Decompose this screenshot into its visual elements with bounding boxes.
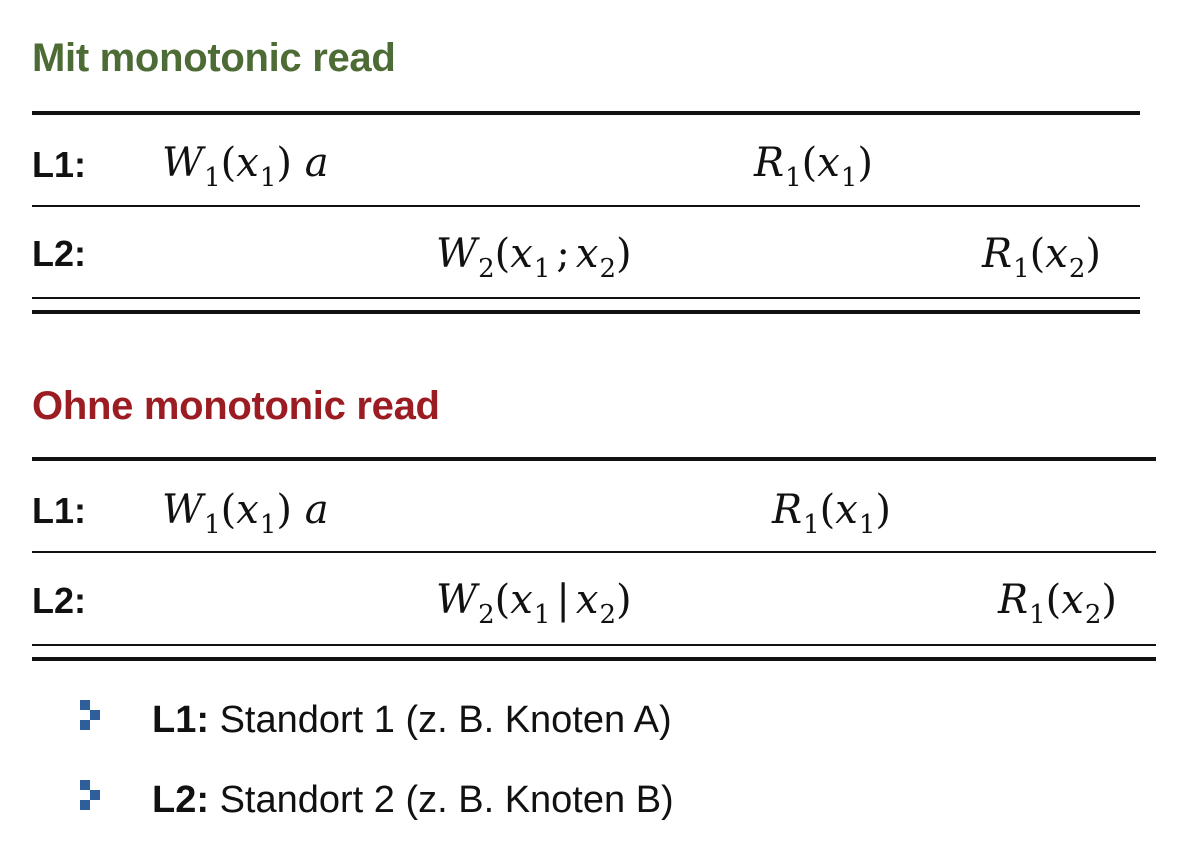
- row-label-l1: L1:: [32, 144, 86, 185]
- operation-index: 1: [204, 510, 221, 540]
- operation-index: 2: [478, 600, 495, 630]
- operation-write: W2(x1;x2): [436, 231, 632, 282]
- operation-index: 1: [1013, 254, 1030, 284]
- close-paren: ): [615, 231, 632, 277]
- argument-index: 2: [599, 600, 616, 630]
- section-title-with-monotonic-read: Mit monotonic read: [32, 36, 396, 80]
- table-bottom-rule: [32, 297, 1140, 299]
- legend-description: Standort 1 (z. B. Knoten A): [219, 699, 672, 741]
- legend-text: L1: Standort 1 (z. B. Knoten A): [152, 701, 672, 739]
- argument-index: 1: [259, 510, 277, 540]
- operation-symbol: W: [162, 140, 204, 186]
- operation-write: W2(x1|x2): [436, 577, 632, 628]
- table-top-rule: [32, 111, 1140, 115]
- operation-symbol: W: [436, 231, 478, 277]
- argument-index: 1: [259, 163, 277, 193]
- close-paren: ): [276, 487, 292, 533]
- argument-index: 2: [1068, 254, 1086, 284]
- operation-read: R1(x1): [754, 140, 873, 191]
- open-paren: (: [1029, 231, 1046, 277]
- row-divider: [32, 205, 1140, 207]
- stepped-square-bullet-icon: [80, 700, 110, 740]
- argument-variable: x: [575, 231, 599, 277]
- argument-variable: x: [575, 577, 599, 623]
- argument-index: 1: [533, 600, 551, 630]
- table-bottom-rule: [32, 657, 1156, 661]
- open-paren: (: [801, 140, 818, 186]
- operation-symbol: R: [998, 577, 1029, 623]
- operation-write: W1(x1) a: [162, 140, 329, 191]
- stepped-square-bullet-icon: [80, 780, 110, 820]
- open-paren: (: [494, 231, 511, 277]
- legend-item-l1: L1: Standort 1 (z. B. Knoten A): [80, 692, 672, 748]
- operation-index: 1: [204, 163, 221, 193]
- open-paren: (: [220, 487, 237, 533]
- argument-index: 2: [1084, 600, 1102, 630]
- close-paren: ): [875, 487, 891, 533]
- row-label-l2: L2:: [32, 580, 86, 621]
- argument-variable: x: [817, 140, 840, 186]
- argument-variable: x: [835, 487, 858, 533]
- argument-variable: x: [236, 487, 259, 533]
- open-paren: (: [1045, 577, 1062, 623]
- legend-key: L2:: [152, 779, 209, 821]
- argument-index: 1: [840, 163, 858, 193]
- open-paren: (: [220, 140, 237, 186]
- row-divider: [32, 551, 1156, 553]
- close-paren: ): [1085, 231, 1101, 277]
- table-bottom-rule: [32, 310, 1140, 314]
- close-paren: ): [615, 577, 632, 623]
- operation-read: R1(x1): [772, 487, 891, 538]
- operation-symbol: R: [754, 140, 785, 186]
- argument-index: 1: [533, 254, 551, 284]
- legend-description: Standort 2 (z. B. Knoten B): [219, 779, 674, 821]
- argument-index: 1: [858, 510, 876, 540]
- operation-symbol: W: [436, 577, 478, 623]
- operation-index: 1: [785, 163, 802, 193]
- legend-text: L2: Standort 2 (z. B. Knoten B): [152, 781, 674, 819]
- operation-symbol: R: [772, 487, 803, 533]
- operation-read: R1(x2): [998, 577, 1117, 628]
- argument-index: 2: [599, 254, 616, 284]
- argument-variable: x: [510, 577, 533, 623]
- argument-variable: x: [510, 231, 533, 277]
- operation-index: 1: [1029, 600, 1046, 630]
- table-bottom-rule: [32, 644, 1156, 646]
- operation-symbol: R: [982, 231, 1013, 277]
- row-label-l1: L1:: [32, 490, 86, 531]
- table-top-rule: [32, 457, 1156, 461]
- legend-item-l2: L2: Standort 2 (z. B. Knoten B): [80, 772, 674, 828]
- written-value: a: [304, 487, 329, 533]
- open-paren: (: [494, 577, 511, 623]
- argument-variable: x: [236, 140, 259, 186]
- operation-symbol: W: [162, 487, 204, 533]
- legend-key: L1:: [152, 699, 209, 741]
- row-label-l2: L2:: [32, 233, 86, 274]
- operation-index: 2: [478, 254, 495, 284]
- argument-variable: x: [1045, 231, 1068, 277]
- argument-separator: ;: [556, 231, 570, 277]
- operation-write: W1(x1) a: [162, 487, 329, 538]
- section-title-without-monotonic-read: Ohne monotonic read: [32, 384, 440, 428]
- operation-read: R1(x2): [982, 231, 1101, 282]
- close-paren: ): [857, 140, 873, 186]
- close-paren: ): [1101, 577, 1117, 623]
- argument-separator: |: [556, 577, 570, 623]
- written-value: a: [304, 140, 329, 186]
- open-paren: (: [819, 487, 836, 533]
- argument-variable: x: [1061, 577, 1084, 623]
- close-paren: ): [276, 140, 292, 186]
- operation-index: 1: [803, 510, 820, 540]
